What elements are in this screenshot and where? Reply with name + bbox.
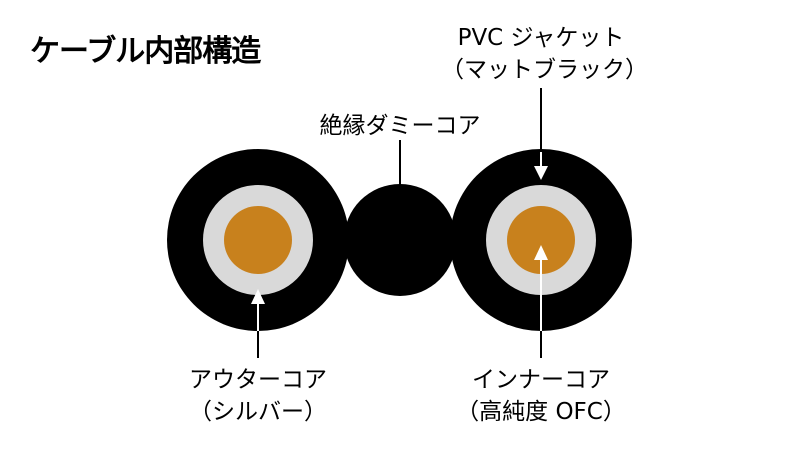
dummy-core-label-line1: 絶縁ダミーコア: [319, 113, 481, 139]
outer-core-arrow: [251, 289, 265, 358]
jacket-label: PVC ジャケット （マットブラック）: [441, 22, 648, 86]
inner-core-label-line2: （高純度 OFC）: [456, 399, 626, 425]
inner-core-label-line1: インナーコア: [472, 367, 610, 393]
dummy-core-label: 絶縁ダミーコア: [310, 110, 490, 142]
jacket-arrow: [534, 88, 548, 180]
jacket-label-line2: （マットブラック）: [441, 57, 648, 83]
dummy-core-arrow: [393, 140, 407, 214]
left-conductor: [224, 206, 292, 274]
inner-core-arrow: [534, 245, 548, 358]
dummy-core: [344, 184, 456, 296]
jacket-label-line1: PVC ジャケット: [457, 25, 625, 51]
diagram-title: ケーブル内部構造: [30, 34, 261, 69]
right-conductor: [507, 206, 575, 274]
inner-core-label: インナーコア （高純度 OFC）: [446, 364, 636, 428]
outer-core-label-line2: （シルバー）: [189, 399, 327, 425]
outer-core-label: アウターコア （シルバー）: [168, 364, 348, 428]
outer-core-label-line1: アウターコア: [189, 367, 327, 393]
